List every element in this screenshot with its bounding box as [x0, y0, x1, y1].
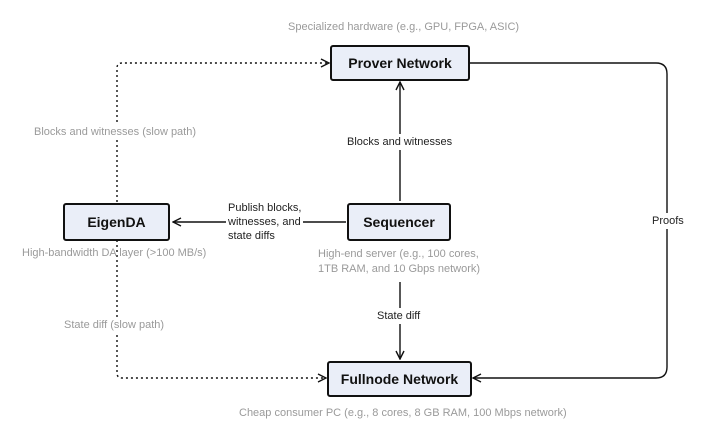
node-eigenda: EigenDA	[63, 203, 170, 241]
caption-sequencer: High-end server (e.g., 100 cores, 1TB RA…	[318, 247, 480, 277]
node-prover-network: Prover Network	[330, 45, 470, 81]
label-eigenda-to-prover: Blocks and witnesses (slow path)	[33, 124, 198, 140]
caption-eigenda: High-bandwidth DA layer (>100 MB/s)	[22, 247, 207, 259]
label-seq-to-fullnode: State diff	[376, 308, 422, 324]
edge-eigenda-to-prover	[116, 63, 329, 202]
caption-sequencer-line: 1TB RAM, and 10 Gbps network)	[318, 263, 481, 275]
label-seq-to-eigenda-line: witnesses, and	[228, 216, 301, 228]
label-prover-to-fullnode: Proofs	[651, 213, 685, 229]
node-sequencer: Sequencer	[347, 203, 451, 241]
label-seq-to-eigenda-line: Publish blocks,	[228, 202, 302, 214]
caption-sequencer-line: High-end server (e.g., 100 cores,	[318, 248, 479, 260]
node-fullnode-network: Fullnode Network	[327, 361, 472, 397]
caption-fullnode: Cheap consumer PC (e.g., 8 cores, 8 GB R…	[239, 407, 567, 419]
caption-prover: Specialized hardware (e.g., GPU, FPGA, A…	[288, 21, 520, 33]
label-seq-to-eigenda-line: state diffs	[228, 230, 275, 242]
edge-eigenda-to-fullnode	[116, 240, 326, 378]
label-seq-to-eigenda: Publish blocks, witnesses, and state dif…	[226, 201, 304, 243]
label-eigenda-to-fullnode: State diff (slow path)	[63, 317, 166, 333]
label-seq-to-prover: Blocks and witnesses	[346, 134, 454, 150]
edge-prover-to-fullnode	[470, 62, 668, 378]
